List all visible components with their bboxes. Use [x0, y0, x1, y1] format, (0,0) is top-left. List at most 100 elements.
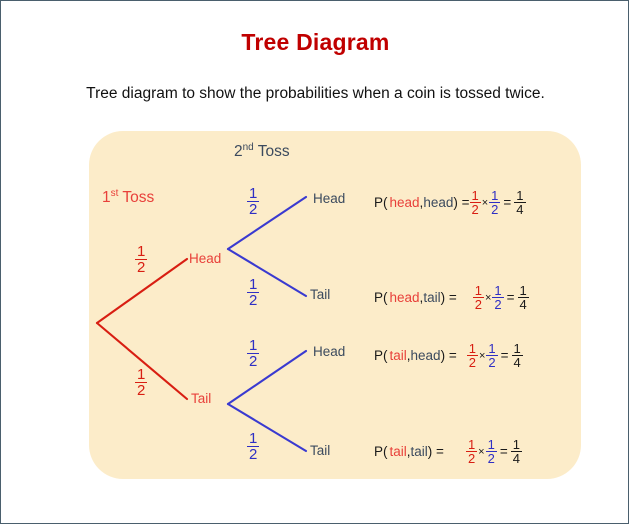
heading-1st-toss-suffix: st — [110, 188, 119, 199]
probability-factor-2: 1 2 — [485, 438, 497, 466]
fraction-level1-head: 1 2 — [135, 243, 148, 276]
fraction-numerator: 1 — [249, 430, 258, 447]
fraction-denominator: 2 — [469, 202, 481, 217]
node-tail-level1: Tail — [191, 391, 212, 406]
fraction-denominator: 2 — [472, 297, 484, 312]
probability-close: ) = — [453, 195, 470, 210]
fraction-level2-head-tail: 1 2 — [247, 276, 260, 308]
probability-factor-2: 1 2 — [492, 283, 504, 312]
fraction-numerator: 1 — [467, 437, 476, 452]
heading-2nd-toss: 2nd Toss — [234, 143, 290, 160]
probability-result: 1 4 — [511, 341, 523, 370]
multiply-symbol: × — [478, 445, 485, 458]
leaf-head-head: Head — [313, 191, 346, 206]
fraction-numerator: 1 — [471, 188, 479, 203]
probability-row: P(tail, head) = 1 2 × 1 2 = 1 4 — [374, 342, 523, 369]
probability-result: 1 4 — [517, 283, 529, 312]
probability-prefix: P( — [374, 290, 388, 305]
fraction-numerator: 1 — [512, 437, 520, 452]
fraction-denominator: 2 — [466, 355, 478, 370]
node-head-level1: Head — [189, 251, 222, 266]
heading-1st-toss-number: 1 — [102, 189, 111, 207]
fraction-level2-tail-head: 1 2 — [247, 337, 260, 370]
page-title: Tree Diagram — [241, 29, 390, 55]
probability-first-outcome: tail — [389, 348, 407, 363]
probability-separator: , — [419, 290, 424, 305]
fraction-denominator: 4 — [517, 297, 529, 312]
fraction-denominator: 4 — [511, 355, 523, 370]
probability-prefix: P( — [374, 195, 388, 210]
probability-separator: , — [419, 195, 424, 210]
probability-first-outcome: head — [389, 290, 420, 305]
fraction-numerator: 1 — [137, 366, 146, 383]
probability-close: ) = — [440, 348, 457, 363]
fraction-numerator: 1 — [474, 283, 482, 298]
probability-second-outcome: tail — [410, 444, 428, 459]
probability-row: P(head, tail) = 1 2 × 1 2 = 1 4 — [374, 284, 529, 311]
leaf-tail-head: Head — [313, 344, 346, 359]
fraction-numerator: 1 — [494, 283, 502, 298]
fraction-denominator: 2 — [465, 451, 478, 466]
probability-close: ) = — [440, 290, 457, 305]
probability-factor-1: 1 2 — [466, 341, 478, 370]
equals-symbol: = — [506, 290, 515, 305]
probability-row: P(tail, tail) = 1 2 × 1 2 = 1 4 — [374, 438, 522, 465]
leaf-tail-tail: Tail — [310, 443, 331, 458]
probability-first-outcome: head — [389, 195, 420, 210]
probability-close: ) = — [427, 444, 444, 459]
fraction-denominator: 2 — [135, 382, 148, 399]
fraction-numerator: 1 — [249, 276, 258, 293]
fraction-numerator: 1 — [513, 341, 521, 356]
probability-second-outcome: head — [410, 348, 441, 363]
probability-factor-1: 1 2 — [465, 437, 478, 466]
probability-prefix: P( — [374, 348, 388, 363]
heading-1st-toss: 1st Toss — [102, 189, 154, 206]
probability-factor-1: 1 2 — [472, 283, 484, 312]
fraction-denominator: 2 — [247, 201, 260, 218]
fraction-numerator: 1 — [516, 188, 524, 203]
fraction-denominator: 2 — [135, 259, 148, 276]
probability-result: 1 4 — [510, 437, 522, 466]
probability-separator: , — [406, 444, 411, 459]
probability-second-outcome: tail — [423, 290, 441, 305]
heading-2nd-toss-word: Toss — [253, 143, 290, 161]
fraction-denominator: 2 — [485, 451, 497, 466]
fraction-denominator: 2 — [247, 353, 260, 370]
fraction-level2-head-head: 1 2 — [247, 186, 260, 218]
probability-second-outcome: head — [423, 195, 454, 210]
probability-separator: , — [406, 348, 411, 363]
multiply-symbol: × — [478, 349, 486, 362]
fraction-denominator: 2 — [492, 297, 504, 312]
probability-factor-2: 1 2 — [486, 341, 498, 370]
fraction-numerator: 1 — [491, 188, 499, 203]
fraction-level1-tail: 1 2 — [135, 366, 148, 399]
probability-factor-2: 1 2 — [489, 188, 501, 217]
leaf-head-tail: Tail — [310, 287, 331, 302]
fraction-numerator: 1 — [468, 341, 476, 356]
probability-first-outcome: tail — [389, 444, 407, 459]
probability-factor-1: 1 2 — [469, 188, 481, 217]
fraction-denominator: 2 — [247, 446, 260, 463]
equals-symbol: = — [503, 195, 512, 210]
probability-result: 1 4 — [514, 188, 526, 217]
multiply-symbol: × — [484, 291, 492, 304]
fraction-denominator: 2 — [486, 355, 498, 370]
fraction-numerator: 1 — [519, 283, 527, 298]
heading-1st-toss-word: Toss — [118, 189, 155, 207]
fraction-denominator: 4 — [510, 451, 522, 466]
fraction-numerator: 1 — [137, 243, 146, 260]
equals-symbol: = — [499, 444, 508, 459]
multiply-symbol: × — [481, 196, 489, 209]
probability-row: P(head, head) = 1 2 × 1 2 = 1 4 — [374, 189, 526, 216]
fraction-denominator: 4 — [514, 202, 526, 217]
fraction-numerator: 1 — [249, 337, 258, 354]
page-subtitle: Tree diagram to show the probabilities w… — [86, 85, 545, 102]
heading-2nd-toss-suffix: nd — [242, 142, 254, 153]
heading-2nd-toss-number: 2 — [234, 143, 243, 161]
fraction-numerator: 1 — [488, 341, 496, 356]
fraction-denominator: 2 — [489, 202, 501, 217]
probability-prefix: P( — [374, 444, 388, 459]
equals-symbol: = — [500, 348, 509, 363]
fraction-level2-tail-tail: 1 2 — [247, 430, 260, 463]
